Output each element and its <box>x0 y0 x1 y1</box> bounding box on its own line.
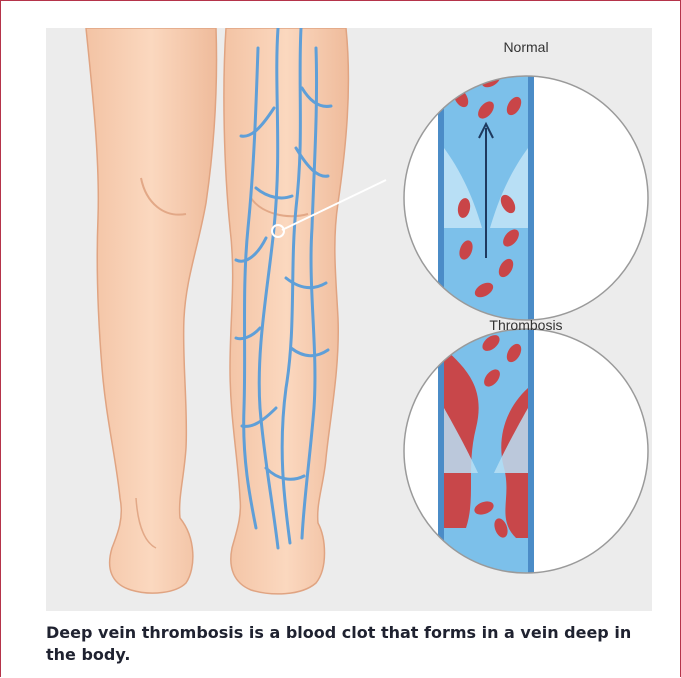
magnifier-circle-thrombosis <box>404 318 648 578</box>
label-thrombosis: Thrombosis <box>451 317 601 333</box>
illustration-panel: Normal Thrombosis <box>46 28 652 611</box>
leg-left-illustration <box>86 28 217 593</box>
label-normal: Normal <box>451 39 601 55</box>
figure-caption: Deep vein thrombosis is a blood clot tha… <box>46 622 646 666</box>
magnifier-circle-normal <box>404 68 648 328</box>
